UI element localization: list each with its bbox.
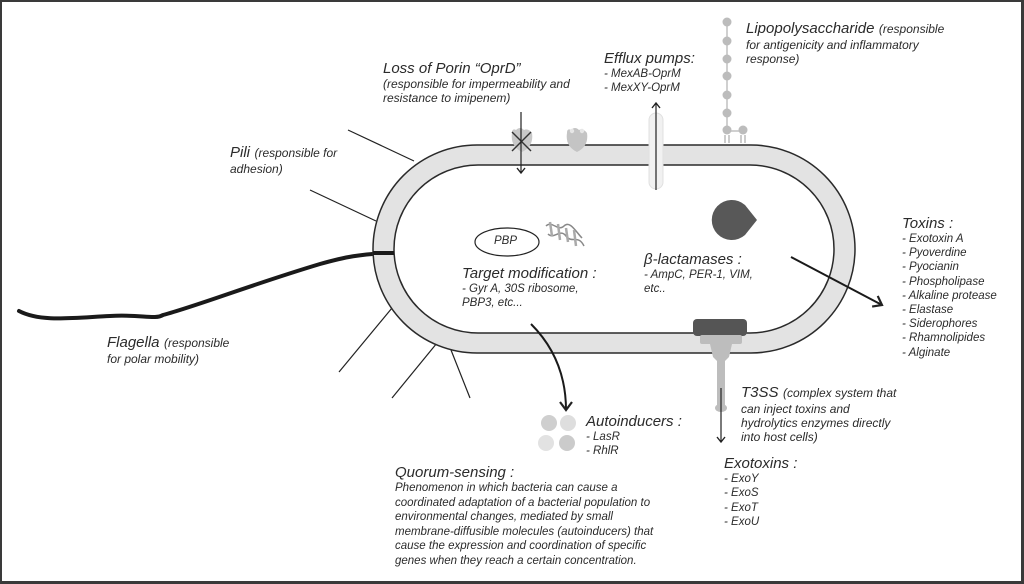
autoinducer-item: - LasR	[586, 431, 620, 443]
toxin-item: - Pyoverdine	[902, 247, 967, 260]
pili-label: Pili (responsible for adhesion)	[230, 144, 337, 176]
quorum-sensing-line: genes when they reach a certain concentr…	[395, 554, 637, 567]
efflux-item: - MexXY-OprM	[604, 82, 680, 95]
beta-lactamases-item: - AmpC, PER-1, VIM,	[644, 269, 753, 281]
t3ss-sub: (complex system that	[782, 386, 897, 400]
beta-lactamases-label: β-lactamases : - AmpC, PER-1, VIM, etc..	[644, 251, 753, 297]
quorum-sensing-line: cause the expression and coordination of…	[395, 540, 647, 553]
pbp-label: PBP	[494, 235, 518, 247]
flagella-sub-line: for polar mobility)	[107, 352, 200, 366]
t3ss-label: T3SS (complex system that can inject tox…	[741, 384, 896, 444]
lipopolysaccharide-label: Lipopolysaccharide (responsible for anti…	[746, 20, 944, 66]
quorum-arrow	[530, 323, 573, 412]
pbp-ellipse	[474, 227, 540, 257]
autoinducers-label: Autoinducers : - LasR - RhlR	[586, 413, 682, 459]
toxin-item: - Alkaline protease	[902, 289, 997, 302]
lipopolysaccharide-icon	[722, 17, 748, 143]
t3ss-title: T3SS	[741, 384, 779, 401]
lipopolysaccharide-sub-line: response)	[746, 52, 800, 66]
exotoxin-item: - ExoS	[724, 487, 759, 500]
pilus	[391, 342, 438, 399]
inner-membrane	[393, 164, 835, 334]
t3ss-icon	[693, 319, 747, 444]
autoinducer	[541, 415, 557, 431]
autoinducers-title: Autoinducers :	[586, 413, 682, 430]
autoinducer	[559, 435, 575, 451]
target-modification-title: Target modification :	[462, 265, 597, 282]
lipopolysaccharide-sub-line: for antigenicity and inflammatory	[746, 38, 919, 52]
quorum-sensing-line: environmental changes, mediated by small	[395, 511, 613, 524]
beta-lactamase-icon	[711, 199, 757, 240]
porin-oprd-icon	[511, 112, 533, 175]
exotoxin-item: - ExoU	[724, 516, 760, 529]
porin-sub-line: resistance to imipenem)	[383, 91, 511, 105]
flagella-sub: (responsible	[163, 336, 230, 350]
autoinducer-molecules	[538, 415, 576, 451]
exotoxins-label: Exotoxins : - ExoY - ExoS - ExoT - ExoU	[724, 455, 797, 530]
pili-sub-line: adhesion)	[230, 162, 283, 176]
toxin-item: - Siderophores	[902, 318, 978, 331]
porin-sub-line: (responsible for impermeability and	[383, 77, 570, 91]
porin-title: Loss of Porin “OprD”	[383, 60, 521, 77]
pilus	[450, 349, 471, 399]
porin-label: Loss of Porin “OprD” (responsible for im…	[383, 60, 570, 105]
efflux-pump-icon	[648, 101, 664, 190]
toxin-item: - Rhamnolipides	[902, 332, 986, 345]
lipopolysaccharide-title: Lipopolysaccharide	[746, 20, 875, 37]
t3ss-sub-line: can inject toxins and	[741, 402, 850, 416]
autoinducer	[538, 435, 554, 451]
toxins-label: Toxins : - Exotoxin A - Pyoverdine - Pyo…	[902, 215, 997, 360]
toxin-item: - Phospholipase	[902, 275, 985, 288]
pili-title: Pili	[230, 144, 251, 161]
toxin-item: - Exotoxin A	[902, 233, 964, 245]
flagella-label: Flagella (responsible for polar mobility…	[107, 334, 229, 366]
t3ss-sub-line: hydrolytics enzymes directly	[741, 416, 891, 430]
toxin-item: - Elastase	[902, 304, 954, 317]
beta-lactamases-item: etc..	[644, 283, 666, 296]
lipopolysaccharide-sub: (responsible	[878, 22, 945, 36]
efflux-item: - MexAB-OprM	[604, 68, 681, 80]
quorum-sensing-line: membrane-diffusible molecules (autoinduc…	[395, 525, 654, 538]
quorum-sensing-line: Phenomenon in which bacteria can cause a	[395, 482, 618, 494]
autoinducer	[560, 415, 576, 431]
quorum-sensing-label: Quorum-sensing : Phenomenon in which bac…	[395, 464, 653, 569]
quorum-sensing-title: Quorum-sensing :	[395, 464, 515, 481]
efflux-pumps-label: Efflux pumps: - MexAB-OprM - MexXY-OprM	[604, 50, 695, 96]
toxin-item: - Alginate	[902, 346, 951, 359]
pilus	[309, 189, 377, 222]
toxin-item: - Pyocianin	[902, 261, 959, 274]
pili-sub: (responsible for	[254, 146, 338, 160]
dna-helix-icon	[545, 221, 585, 247]
pilus	[338, 307, 393, 373]
efflux-title: Efflux pumps:	[604, 50, 695, 67]
pili	[309, 129, 471, 399]
target-modification-label: Target modification : - Gyr A, 30S ribos…	[462, 265, 597, 311]
exotoxin-item: - ExoT	[724, 501, 758, 514]
pilus	[347, 129, 415, 162]
target-modification-item: - Gyr A, 30S ribosome,	[462, 283, 579, 295]
flagellum	[17, 251, 392, 321]
autoinducer-item: - RhlR	[586, 445, 619, 458]
quorum-sensing-line: coordinated adaptation of a bacterial po…	[395, 496, 651, 509]
t3ss-sub-line: into host cells)	[741, 430, 818, 444]
toxins-arrow	[790, 256, 884, 308]
flagella-title: Flagella	[107, 334, 160, 351]
porin-icon	[566, 128, 588, 152]
exotoxins-title: Exotoxins :	[724, 455, 798, 472]
toxins-title: Toxins :	[902, 215, 954, 232]
exotoxin-item: - ExoY	[724, 473, 759, 485]
target-modification-item: PBP3, etc...	[462, 297, 523, 310]
beta-lactamases-title: β-lactamases :	[644, 251, 742, 268]
